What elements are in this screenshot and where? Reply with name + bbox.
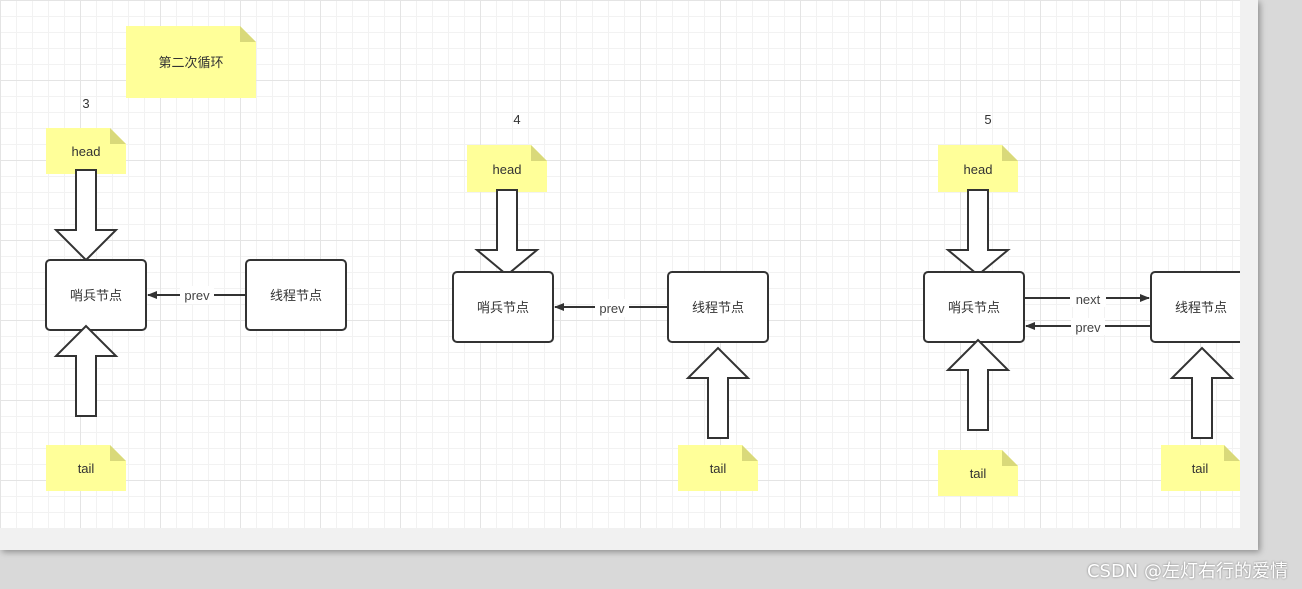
step-3-group: 3 head 哨兵节点 线程节点	[45, 96, 347, 491]
step-4-head-arrow	[474, 189, 540, 277]
canvas-frame: 第二次循环 3 head 哨兵节点 线程节点	[0, 0, 1258, 550]
step-5-head-note[interactable]: head	[938, 145, 1018, 192]
step-5-head-label: head	[964, 162, 993, 177]
step-3-thread-label: 线程节点	[270, 288, 322, 303]
step-4-group: 4 head 哨兵节点 线程节点	[452, 112, 769, 491]
step-3-tail-arrow	[53, 324, 119, 417]
step-3-sentinel-label: 哨兵节点	[70, 288, 122, 303]
step-5-number: 5	[984, 112, 991, 127]
step-3-prev-label: prev	[184, 288, 210, 303]
step-5-tail-arrow-thread	[1169, 346, 1235, 439]
step-5-tail-label-sentinel: tail	[970, 466, 987, 481]
step-5-tail-arrow-sentinel	[945, 338, 1011, 431]
step-3-tail-label: tail	[78, 461, 95, 476]
step-4-number: 4	[513, 112, 520, 127]
step-5-next-label: next	[1076, 292, 1101, 307]
step-5-thread-label: 线程节点	[1175, 300, 1227, 315]
step-5-head-arrow	[945, 189, 1011, 277]
step-5-thread-node[interactable]: 线程节点	[1150, 271, 1240, 343]
step-5-tail-label-thread: tail	[1192, 461, 1209, 476]
step-4-head-label: head	[493, 162, 522, 177]
step-5-prev-label: prev	[1075, 320, 1101, 335]
step-4-tail-label: tail	[710, 461, 727, 476]
step-3-prev-edge[interactable]: prev	[147, 286, 246, 304]
step-5-group: 5 head 哨兵节点 线程节点	[923, 112, 1240, 496]
step-4-prev-label: prev	[599, 301, 625, 316]
title-note-text: 第二次循环	[158, 55, 223, 70]
title-note[interactable]: 第二次循环	[126, 26, 256, 98]
step-5-next-edge[interactable]: next	[1024, 290, 1150, 307]
step-4-thread-label: 线程节点	[692, 300, 744, 315]
step-4-thread-node[interactable]: 线程节点	[667, 271, 769, 343]
diagram: 第二次循环 3 head 哨兵节点 线程节点	[45, 26, 1240, 496]
step-3-head-note[interactable]: head	[46, 128, 126, 174]
step-3-head-label: head	[72, 144, 101, 159]
step-3-sentinel-node[interactable]: 哨兵节点	[45, 259, 147, 331]
step-4-sentinel-label: 哨兵节点	[477, 300, 529, 315]
step-3-head-arrow	[53, 169, 119, 262]
step-5-tail-note-thread[interactable]: tail	[1161, 445, 1240, 491]
watermark: CSDN @左灯右行的爱情	[1086, 561, 1288, 582]
step-4-tail-arrow	[685, 346, 751, 439]
step-4-tail-note[interactable]: tail	[678, 445, 758, 491]
step-5-sentinel-node[interactable]: 哨兵节点	[923, 271, 1025, 343]
step-4-prev-edge[interactable]: prev	[554, 299, 668, 317]
step-4-sentinel-node[interactable]: 哨兵节点	[452, 271, 554, 343]
step-3-thread-node[interactable]: 线程节点	[245, 259, 347, 331]
step-4-head-note[interactable]: head	[467, 145, 547, 192]
step-5-sentinel-label: 哨兵节点	[948, 300, 1000, 315]
drawing-canvas[interactable]: 第二次循环 3 head 哨兵节点 线程节点	[0, 0, 1240, 528]
step-3-number: 3	[82, 96, 89, 111]
step-5-tail-note-sentinel[interactable]: tail	[938, 450, 1018, 496]
step-5-prev-edge[interactable]: prev	[1025, 318, 1151, 335]
step-3-tail-note[interactable]: tail	[46, 445, 126, 491]
